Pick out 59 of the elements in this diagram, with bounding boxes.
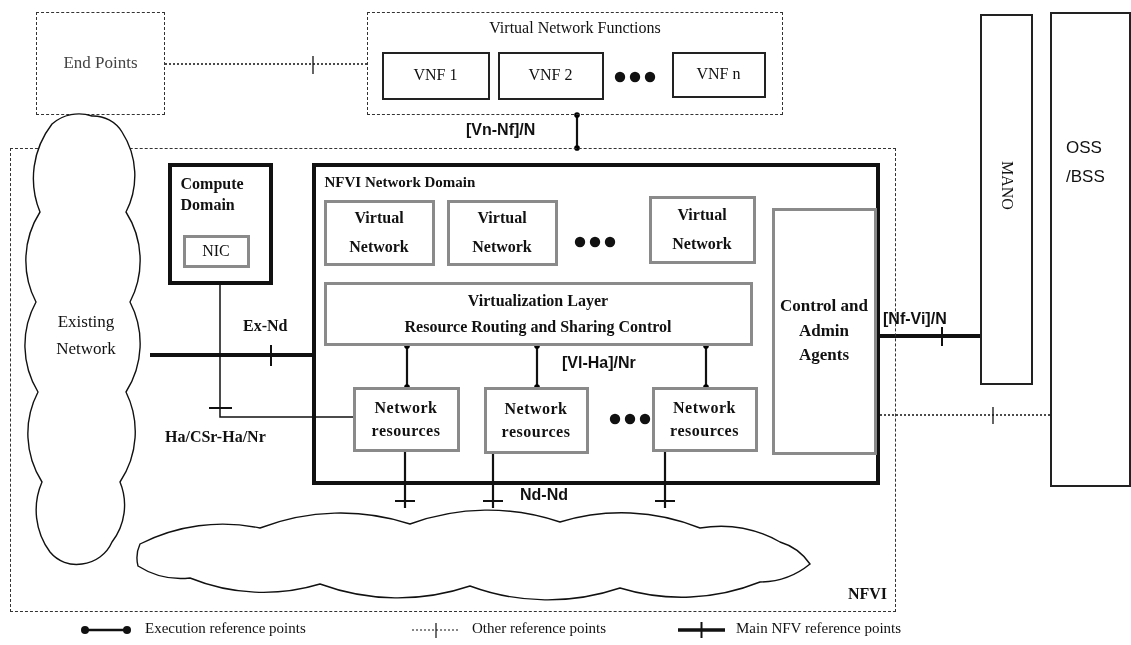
side-panel-box (980, 14, 1033, 385)
connector-line (150, 353, 312, 357)
box-label: Network resources (370, 397, 442, 441)
box-label: End Points (63, 52, 138, 75)
box-label: Virtual Network (348, 207, 410, 257)
box-label: Control and Admin Agents (779, 295, 869, 367)
edge-label: Nd-Nd (520, 486, 568, 504)
box-label: Virtualization Layer (467, 290, 609, 312)
connector-line (219, 284, 354, 418)
process-box (483, 386, 589, 454)
box-label: MANO (997, 161, 1017, 210)
box-label: NIC (202, 240, 230, 261)
box-label: Existing Network (55, 311, 117, 361)
domain-box (167, 162, 273, 285)
box-label: Virtual Network (471, 207, 533, 257)
connector-line (574, 112, 580, 151)
box-label: VNF 1 (413, 65, 458, 86)
connector-line (703, 343, 709, 390)
process-box (381, 51, 490, 100)
container-title: Virtual Network Functions (489, 18, 661, 38)
layer-box (323, 281, 753, 346)
legend-label: Other reference points (472, 620, 607, 637)
connector-line (663, 452, 667, 508)
edge-label: [Vl-Ha]/Nr (562, 354, 636, 372)
edge-label: [Vn-Nf]/N (466, 121, 536, 139)
connector-line (491, 454, 495, 508)
container-title: NFVI (847, 584, 887, 605)
connector-line (404, 343, 410, 390)
process-box (323, 199, 435, 266)
dotted-connector (164, 63, 368, 65)
edge-label: Ex-Nd (243, 317, 288, 335)
connector-line (880, 334, 980, 338)
container-title: Compute Domain (180, 173, 245, 216)
box-label: Resource Routing and Sharing Control (404, 316, 672, 338)
edge-label: [Nf-Vi]/N (883, 310, 947, 328)
box-label: VNF n (696, 64, 741, 85)
dotted-connector (879, 414, 1051, 416)
process-box (771, 207, 877, 455)
box-label: VNF 2 (528, 65, 573, 86)
process-box (352, 386, 460, 452)
box-label: Virtual Network (671, 204, 733, 254)
side-panel-box (1050, 12, 1131, 487)
legend-label: Main NFV reference points (736, 620, 902, 637)
process-box (497, 51, 604, 100)
box-label: Network resources (500, 398, 572, 442)
legend-label: Execution reference points (145, 620, 306, 637)
process-box (446, 199, 558, 266)
domain-box (311, 162, 880, 485)
connector-line (403, 452, 407, 508)
container-title: NFVI Network Domain (324, 172, 476, 192)
process-box (651, 386, 758, 452)
process-box (182, 234, 250, 268)
edge-label: Ha/CSr-Ha/Nr (165, 428, 266, 446)
connector-line (534, 343, 540, 390)
dashed-container (367, 12, 783, 115)
box-label: OSS /BSS (1066, 137, 1106, 188)
process-box (648, 195, 756, 264)
process-box (671, 51, 766, 98)
box-label: Network resources (669, 397, 740, 441)
